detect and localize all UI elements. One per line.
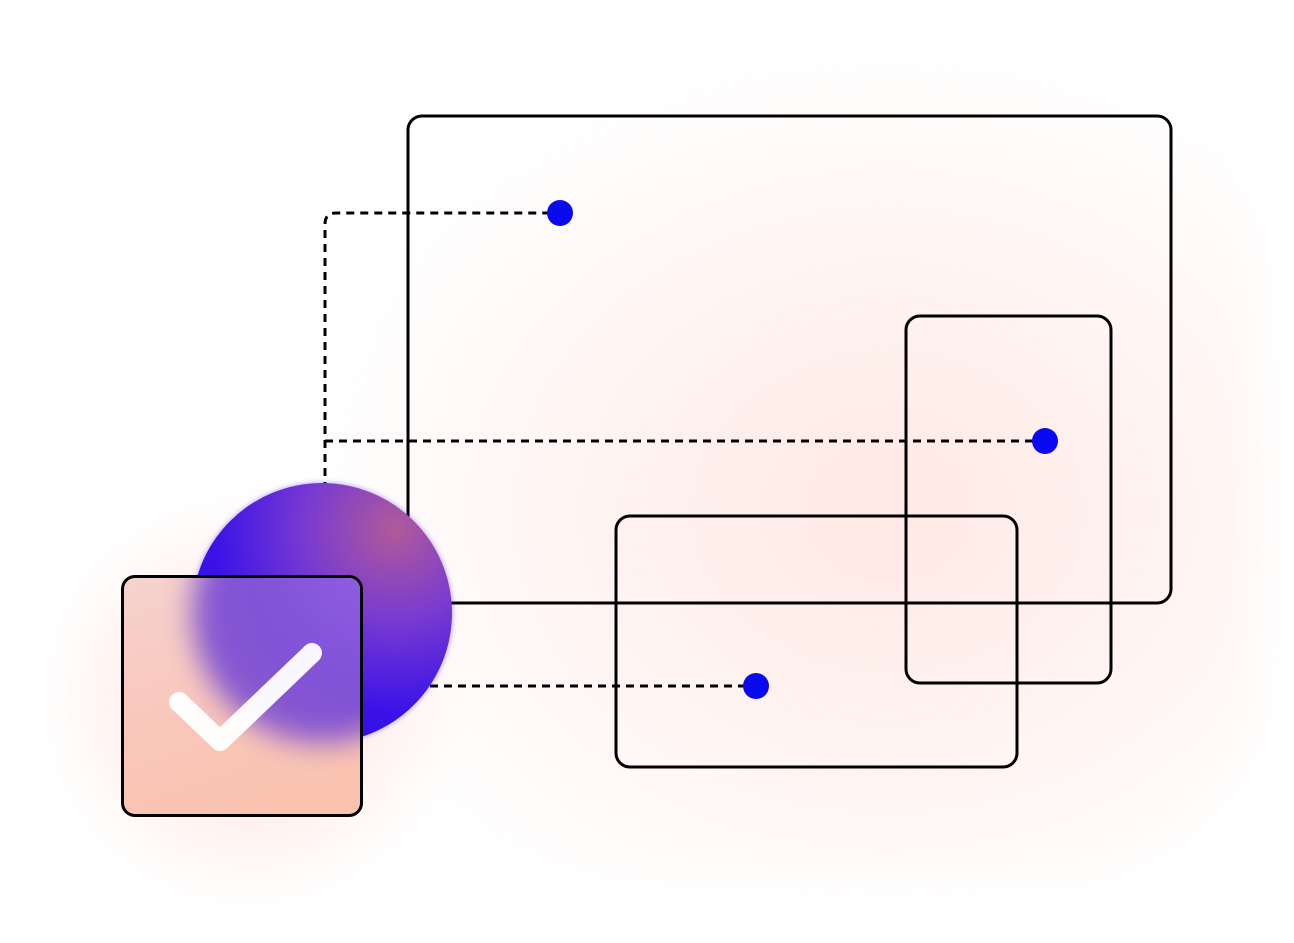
endpoint-dot-middle: [1032, 428, 1058, 454]
endpoint-dot-top: [547, 200, 573, 226]
check-card: [121, 575, 363, 817]
endpoint-dot-bottom: [743, 673, 769, 699]
background-glow: [330, 60, 1260, 880]
checkmark-icon: [169, 643, 322, 751]
wide-panel: [614, 514, 1019, 769]
connector-top: [323, 211, 560, 490]
large-panel: [406, 114, 1173, 605]
tall-panel: [904, 314, 1113, 685]
